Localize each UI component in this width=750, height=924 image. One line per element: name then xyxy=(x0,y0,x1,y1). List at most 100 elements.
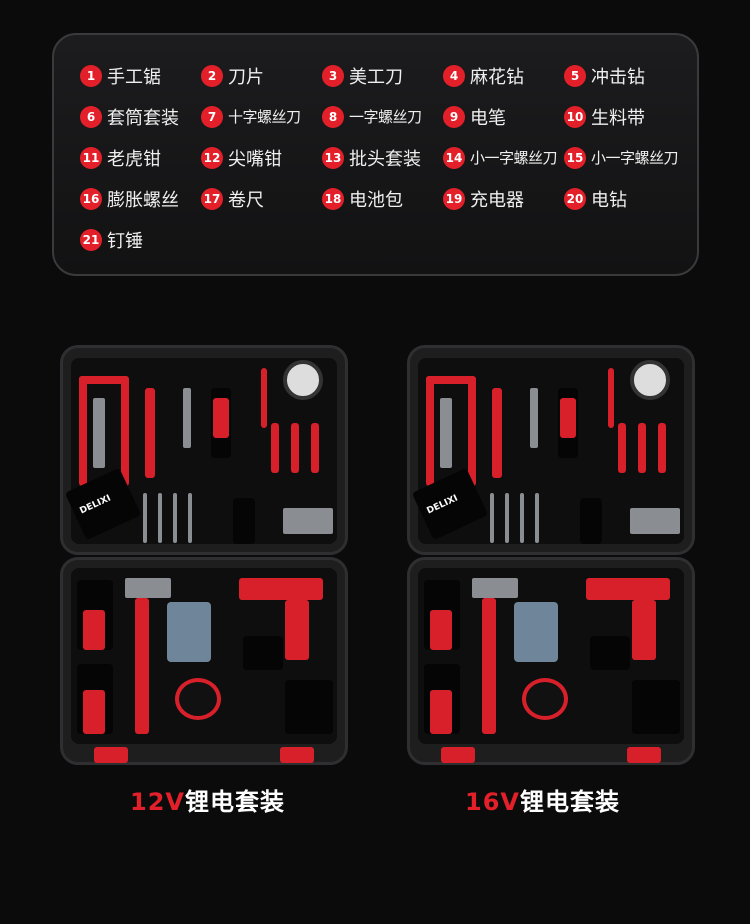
number-badge: 12 xyxy=(201,146,223,169)
small-screwdriver-icon xyxy=(271,423,279,473)
tool-label: 钉锤 xyxy=(107,230,143,252)
battery-pack-icon xyxy=(632,680,680,734)
expansion-screws-icon xyxy=(167,602,211,662)
tape-measure-icon xyxy=(522,678,568,720)
drill-bit-icon xyxy=(505,493,509,543)
charger-icon xyxy=(590,636,630,670)
hacksaw-side-icon xyxy=(79,376,87,486)
case-lid: DELIXI xyxy=(407,345,695,555)
number-badge: 19 xyxy=(443,187,465,210)
small-screwdriver-icon xyxy=(638,423,646,473)
number-badge: 1 xyxy=(80,64,102,87)
kit-voltage: 12V xyxy=(130,788,185,816)
pliers-handle-icon xyxy=(83,610,105,650)
tool-label: 批头套装 xyxy=(349,148,421,170)
number-badge: 13 xyxy=(322,146,344,169)
number-badge: 21 xyxy=(80,228,102,251)
tool-label: 电钻 xyxy=(591,189,627,211)
tool-label: 套筒套装 xyxy=(107,107,179,129)
number-badge: 5 xyxy=(564,64,586,87)
screwdriver-handle-icon xyxy=(213,398,229,438)
drill-bit-icon xyxy=(143,493,147,543)
tool-label: 卷尺 xyxy=(228,189,264,211)
pliers-handle-icon xyxy=(430,610,452,650)
number-badge: 8 xyxy=(322,105,344,128)
hammer-head-icon xyxy=(472,578,518,598)
drill-bit-icon xyxy=(173,493,177,543)
case-base xyxy=(407,557,695,765)
drill-bit-icon xyxy=(158,493,162,543)
case-latch xyxy=(280,747,314,763)
tool-case-12v: DELIXI xyxy=(60,345,348,765)
hacksaw-side-icon xyxy=(426,376,434,486)
number-badge: 17 xyxy=(201,187,223,210)
number-badge: 20 xyxy=(564,187,586,210)
battery-pack-icon xyxy=(285,680,333,734)
voltage-pen-icon xyxy=(261,368,267,428)
pliers-handle-icon xyxy=(430,690,452,734)
blade-icon xyxy=(93,398,105,468)
case-latch xyxy=(627,747,661,763)
bit-set-icon xyxy=(630,508,680,534)
kit-label-12v: 12V锂电套装 xyxy=(130,782,285,817)
number-badge: 9 xyxy=(443,105,465,128)
charger-icon xyxy=(243,636,283,670)
tool-label: 手工锯 xyxy=(107,66,161,88)
hacksaw-side-icon xyxy=(121,376,129,486)
hammer-icon xyxy=(135,598,149,734)
case-latch xyxy=(441,747,475,763)
number-badge: 6 xyxy=(80,105,102,128)
tool-item: 14 小一字螺丝刀 xyxy=(443,137,564,178)
hacksaw-frame-icon xyxy=(79,376,127,384)
tape-measure-icon xyxy=(175,678,221,720)
kit-voltage: 16V xyxy=(465,788,520,816)
ptfe-tape-icon xyxy=(283,360,323,400)
kit-label-16v: 16V锂电套装 xyxy=(465,782,620,817)
number-badge: 7 xyxy=(201,105,223,128)
drill-grip-icon xyxy=(285,600,309,660)
case-base xyxy=(60,557,348,765)
electric-drill-icon xyxy=(239,578,323,600)
number-badge: 14 xyxy=(443,146,465,169)
tool-label: 冲击钻 xyxy=(591,66,645,88)
hacksaw-frame-icon xyxy=(426,376,474,384)
socket-set-icon xyxy=(530,388,538,448)
drill-grip-icon xyxy=(632,600,656,660)
tool-label: 小一字螺丝刀 xyxy=(470,149,558,167)
hammer-icon xyxy=(482,598,496,734)
small-screwdriver-icon xyxy=(658,423,666,473)
tool-label: 刀片 xyxy=(228,66,264,88)
number-badge: 4 xyxy=(443,64,465,87)
drill-bit-icon xyxy=(490,493,494,543)
tool-label: 美工刀 xyxy=(349,66,403,88)
tool-label: 一字螺丝刀 xyxy=(349,108,422,126)
tool-label: 麻花钻 xyxy=(470,66,524,88)
bit-set-icon xyxy=(283,508,333,534)
drill-bit-icon xyxy=(520,493,524,543)
number-badge: 10 xyxy=(564,105,586,128)
tool-label: 膨胀螺丝 xyxy=(107,189,179,211)
number-badge: 15 xyxy=(564,146,586,169)
tool-case-16v: DELIXI xyxy=(407,345,695,765)
number-badge: 16 xyxy=(80,187,102,210)
utility-knife-icon xyxy=(145,388,155,478)
